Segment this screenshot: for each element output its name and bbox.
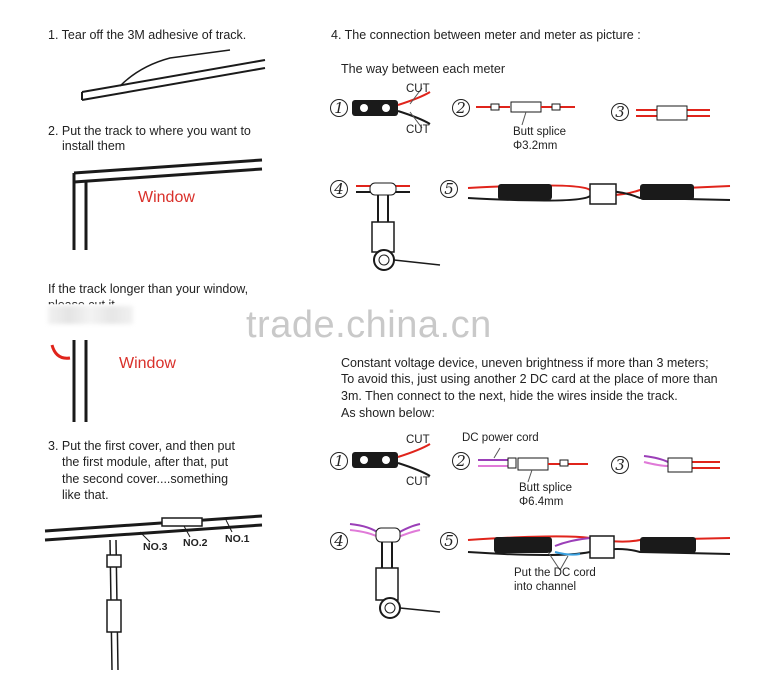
sectionB-splice-size: Φ6.4mm: [519, 496, 564, 508]
label-no3: NO.3: [143, 541, 168, 553]
step1-text: 1. Tear off the 3M adhesive of track.: [48, 28, 247, 42]
sectionB-num-2: 2: [452, 452, 470, 470]
cut-track-drawing: [50, 340, 88, 422]
sectionA-splice-label: Butt splice: [513, 126, 567, 138]
step4-title: 4. The connection between meter and mete…: [331, 28, 641, 42]
step3-line4: like that.: [62, 488, 109, 502]
sectionA-num-3: 3: [611, 103, 629, 121]
blurred-region: [48, 306, 133, 324]
sectionB-num-5: 5: [440, 532, 458, 550]
cv-line1: Constant voltage device, uneven brightne…: [341, 356, 709, 370]
sectionB-put-dc-line1: Put the DC cord: [514, 567, 596, 579]
sectionB-put-dc-line2: into channel: [514, 581, 577, 593]
sectionB-step1-module: [352, 443, 431, 477]
cv-line3: 3m. Then connect to the next, hide the w…: [341, 389, 678, 403]
sectionA-num-5: 5: [440, 180, 458, 198]
sectionA-step5-chain: [467, 183, 731, 205]
sectionB-num-1: 1: [330, 452, 348, 470]
cv-line4: As shown below:: [341, 406, 435, 420]
step4-subtitle: The way between each meter: [341, 62, 505, 76]
sectionB-cut-bottom: CUT: [406, 476, 430, 488]
sectionA-num-1: 1: [330, 99, 348, 117]
sectionB-step3-joined: [643, 455, 720, 473]
step3-line3: the second cover....something: [62, 472, 229, 486]
cut-window-label: Window: [119, 355, 176, 372]
sectionB-cut-top: CUT: [406, 434, 430, 446]
sectionB-step2-splice: [478, 447, 588, 483]
sectionA-step1-module: [352, 87, 431, 129]
sectionA-splice-size: Φ3.2mm: [513, 140, 558, 152]
sectionB-step4-connector: [349, 523, 441, 619]
watermark: trade.china.cn: [246, 304, 492, 346]
step2-window-frame: [72, 158, 263, 250]
sectionB-splice-label: Butt splice: [519, 482, 573, 494]
label-no1: NO.1: [225, 533, 250, 545]
sectionB-num-3: 3: [611, 456, 629, 474]
sectionA-step3-joined: [636, 105, 710, 121]
step3-track-drawing: [44, 514, 263, 671]
step2-line1: 2. Put the track to where you want to: [48, 124, 251, 138]
sectionB-num-4: 4: [330, 532, 348, 550]
sectionA-step2-splice: [476, 101, 575, 126]
cv-line2: To avoid this, just using another 2 DC c…: [341, 372, 718, 386]
sectionB-step5-chain: [467, 535, 731, 571]
label-no2: NO.2: [183, 537, 208, 549]
step2-line2: install them: [62, 139, 126, 153]
step3-line2: the first module, after that, put: [62, 455, 229, 469]
sectionA-cut-top: CUT: [406, 83, 430, 95]
step1-track-drawing: [81, 49, 266, 101]
sectionA-num-2: 2: [452, 99, 470, 117]
step3-line1: 3. Put the first cover, and then put: [48, 439, 235, 453]
sectionA-num-4: 4: [330, 180, 348, 198]
step2-window-label: Window: [138, 189, 195, 206]
sectionA-cut-bottom: CUT: [406, 124, 430, 136]
track-longer-line2: please cut it: [48, 298, 115, 312]
sectionB-dc-cord: DC power cord: [462, 432, 539, 444]
track-longer-line1: If the track longer than your window,: [48, 282, 249, 296]
sectionA-step4-connector: [356, 182, 441, 271]
